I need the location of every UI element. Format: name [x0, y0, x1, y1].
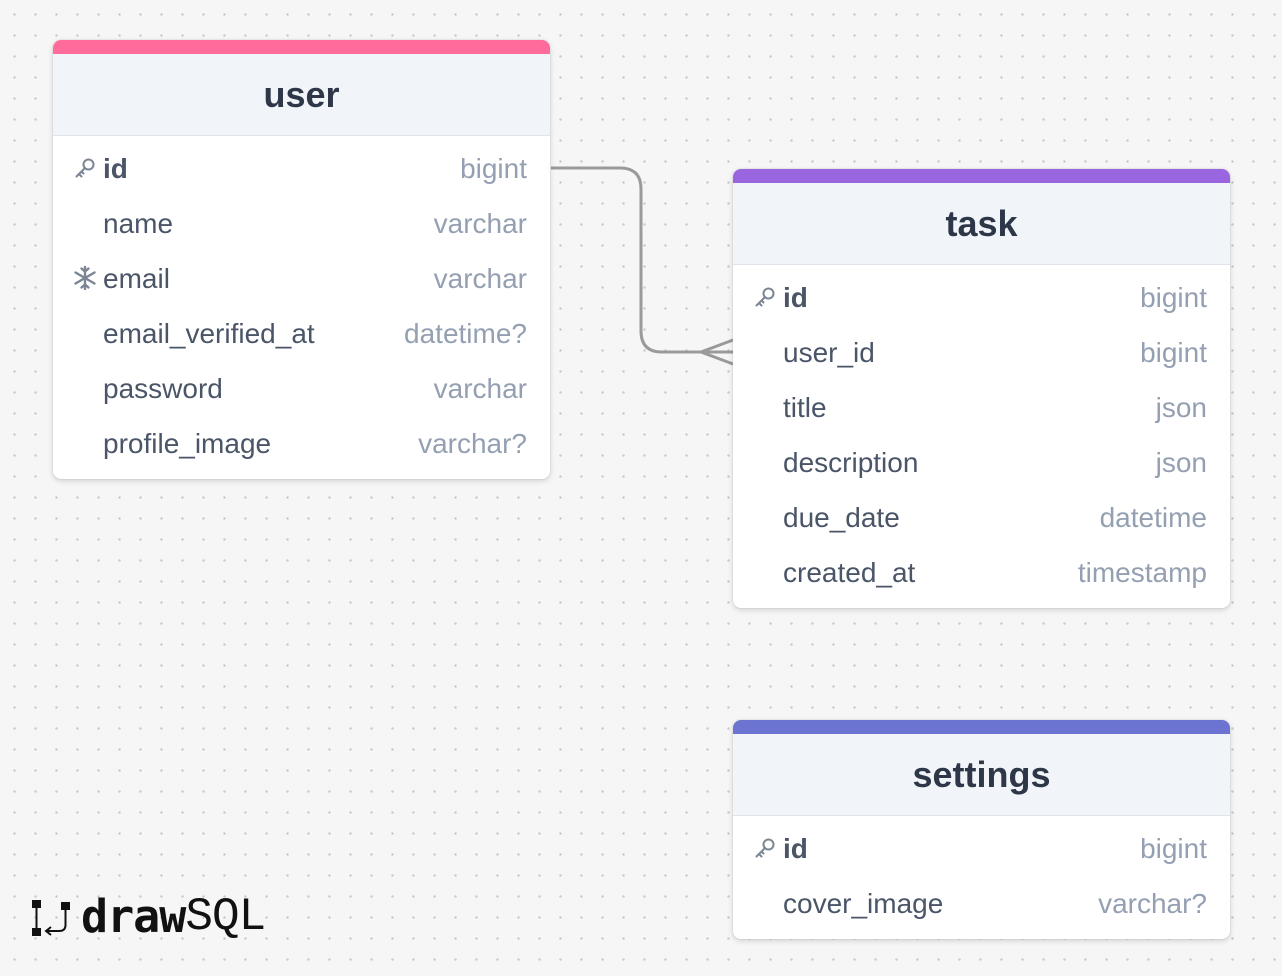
field-name: created_at	[783, 556, 916, 588]
crows-foot-icon	[696, 338, 734, 366]
logo-text-draw: draw	[81, 890, 186, 943]
table-title[interactable]: settings	[733, 734, 1230, 816]
field-type: bigint	[1140, 281, 1207, 313]
field-type: bigint	[460, 152, 527, 184]
field-name: user_id	[783, 336, 875, 368]
field-row-name[interactable]: name varchar	[53, 196, 550, 251]
field-row-id[interactable]: id bigint	[733, 821, 1230, 876]
table-accent-bar	[733, 169, 1230, 183]
field-name: email	[103, 262, 170, 294]
field-name: id	[783, 832, 808, 864]
field-list: id bigint cover_image varchar?	[733, 816, 1230, 939]
field-type: datetime?	[404, 317, 527, 349]
field-type: varchar?	[418, 427, 527, 459]
field-type: bigint	[1140, 832, 1207, 864]
field-row-email[interactable]: email varchar	[53, 251, 550, 306]
field-name: id	[783, 281, 808, 313]
field-row-description[interactable]: description json	[733, 435, 1230, 490]
field-row-password[interactable]: password varchar	[53, 361, 550, 416]
field-type: varchar	[433, 262, 527, 294]
field-row-id[interactable]: id bigint	[53, 141, 550, 196]
table-accent-bar	[53, 40, 550, 54]
field-type: bigint	[1140, 336, 1207, 368]
field-type: datetime	[1099, 501, 1207, 533]
field-row-profile-image[interactable]: profile_image varchar?	[53, 416, 550, 471]
logo-text-sql: SQL	[185, 890, 266, 943]
table-title[interactable]: user	[53, 54, 550, 136]
field-name: name	[103, 207, 174, 239]
field-type: timestamp	[1077, 556, 1207, 588]
table-title[interactable]: task	[733, 183, 1230, 265]
field-name: email_verified_at	[103, 317, 315, 349]
table-settings[interactable]: settings id bigint cover_image varchar?	[733, 720, 1230, 939]
field-type: json	[1155, 446, 1207, 478]
field-name: due_date	[783, 501, 900, 533]
unique-snowflake-icon	[72, 265, 98, 291]
field-row-cover-image[interactable]: cover_image varchar?	[733, 876, 1230, 931]
field-type: varchar	[433, 207, 527, 239]
field-row-title[interactable]: title json	[733, 380, 1230, 435]
field-row-due-date[interactable]: due_date datetime	[733, 490, 1230, 545]
drawsql-logo-icon	[32, 899, 70, 936]
field-row-created-at[interactable]: created_at timestamp	[733, 545, 1230, 600]
field-name: title	[783, 391, 827, 423]
field-row-email-verified-at[interactable]: email_verified_at datetime?	[53, 306, 550, 361]
field-name: cover_image	[783, 887, 944, 919]
key-icon	[752, 835, 778, 861]
field-row-user-id[interactable]: user_id bigint	[733, 325, 1230, 380]
field-name: password	[103, 372, 223, 404]
field-name: description	[783, 446, 919, 478]
field-type: varchar	[433, 372, 527, 404]
field-list: id bigint name varchar email varchar email_ver…	[53, 136, 550, 479]
field-type: json	[1155, 391, 1207, 423]
field-type: varchar?	[1098, 887, 1207, 919]
key-icon	[752, 284, 778, 310]
table-accent-bar	[733, 720, 1230, 734]
key-icon	[72, 155, 98, 181]
field-name: profile_image	[103, 427, 272, 459]
field-name: id	[103, 152, 128, 184]
field-row-id[interactable]: id bigint	[733, 270, 1230, 325]
